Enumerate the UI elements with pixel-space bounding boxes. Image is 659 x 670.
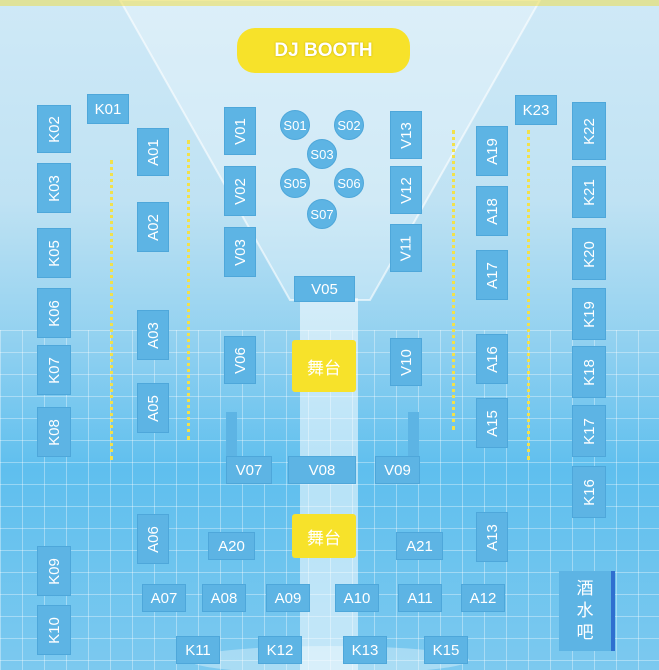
seat-K07[interactable]: K07	[37, 345, 71, 395]
seat-A08[interactable]: A08	[202, 584, 246, 612]
seat-K15[interactable]: K15	[424, 636, 468, 664]
seat-K10[interactable]: K10	[37, 605, 71, 655]
seat-V09[interactable]: V09	[375, 456, 420, 484]
seat-V06[interactable]: V06	[224, 336, 256, 384]
seat-K16[interactable]: K16	[572, 466, 606, 518]
seat-V10[interactable]: V10	[390, 338, 422, 386]
seat-S01[interactable]: S01	[280, 110, 310, 140]
seat-K03[interactable]: K03	[37, 163, 71, 213]
seat-A02[interactable]: A02	[137, 202, 169, 252]
seat-K02[interactable]: K02	[37, 105, 71, 153]
bar-char-2: 水	[576, 601, 594, 620]
stage-upper: 舞台	[292, 340, 356, 392]
seat-S07[interactable]: S07	[307, 199, 337, 229]
seat-K18[interactable]: K18	[572, 346, 606, 398]
seat-V02[interactable]: V02	[224, 166, 256, 216]
seat-K09[interactable]: K09	[37, 546, 71, 596]
seat-A05[interactable]: A05	[137, 383, 169, 433]
drinks-bar: 酒 水 吧	[559, 571, 615, 651]
seat-A12[interactable]: A12	[461, 584, 505, 612]
seat-V12[interactable]: V12	[390, 166, 422, 214]
seat-K01[interactable]: K01	[87, 94, 129, 124]
pillar-left	[226, 412, 237, 456]
seat-S03[interactable]: S03	[307, 139, 337, 169]
pillar-right	[408, 412, 419, 456]
seat-A16[interactable]: A16	[476, 334, 508, 384]
seat-A03[interactable]: A03	[137, 310, 169, 360]
seat-K22[interactable]: K22	[572, 102, 606, 160]
seat-K06[interactable]: K06	[37, 288, 71, 338]
seat-A18[interactable]: A18	[476, 186, 508, 236]
seat-K23[interactable]: K23	[515, 95, 557, 125]
seat-A09[interactable]: A09	[266, 584, 310, 612]
seat-A15[interactable]: A15	[476, 398, 508, 448]
seat-A10[interactable]: A10	[335, 584, 379, 612]
seat-A19[interactable]: A19	[476, 126, 508, 176]
seat-S06[interactable]: S06	[334, 168, 364, 198]
seat-V08[interactable]: V08	[288, 456, 356, 484]
seat-S02[interactable]: S02	[334, 110, 364, 140]
seat-K17[interactable]: K17	[572, 405, 606, 457]
seat-A06[interactable]: A06	[137, 514, 169, 564]
seat-K20[interactable]: K20	[572, 228, 606, 280]
seat-V05[interactable]: V05	[294, 276, 355, 302]
seat-A13[interactable]: A13	[476, 512, 508, 562]
bar-char-1: 酒	[576, 579, 594, 598]
seat-A11[interactable]: A11	[398, 584, 442, 612]
seat-A21[interactable]: A21	[396, 532, 443, 560]
seat-A01[interactable]: A01	[137, 128, 169, 176]
seat-V13[interactable]: V13	[390, 111, 422, 159]
seat-V01[interactable]: V01	[224, 107, 256, 155]
seat-K12[interactable]: K12	[258, 636, 302, 664]
seat-K21[interactable]: K21	[572, 166, 606, 218]
seat-K05[interactable]: K05	[37, 228, 71, 278]
seat-A07[interactable]: A07	[142, 584, 186, 612]
seat-K11[interactable]: K11	[176, 636, 220, 664]
seat-K13[interactable]: K13	[343, 636, 387, 664]
seat-V03[interactable]: V03	[224, 227, 256, 277]
seat-S05[interactable]: S05	[280, 168, 310, 198]
seat-K19[interactable]: K19	[572, 288, 606, 340]
seat-V07[interactable]: V07	[226, 456, 272, 484]
seat-A17[interactable]: A17	[476, 250, 508, 300]
seat-K08[interactable]: K08	[37, 407, 71, 457]
seat-A20[interactable]: A20	[208, 532, 255, 560]
bar-char-3: 吧	[576, 623, 594, 642]
stage-lower: 舞台	[292, 514, 356, 558]
seat-V11[interactable]: V11	[390, 224, 422, 272]
dj-booth-label: DJ BOOTH	[237, 28, 410, 73]
